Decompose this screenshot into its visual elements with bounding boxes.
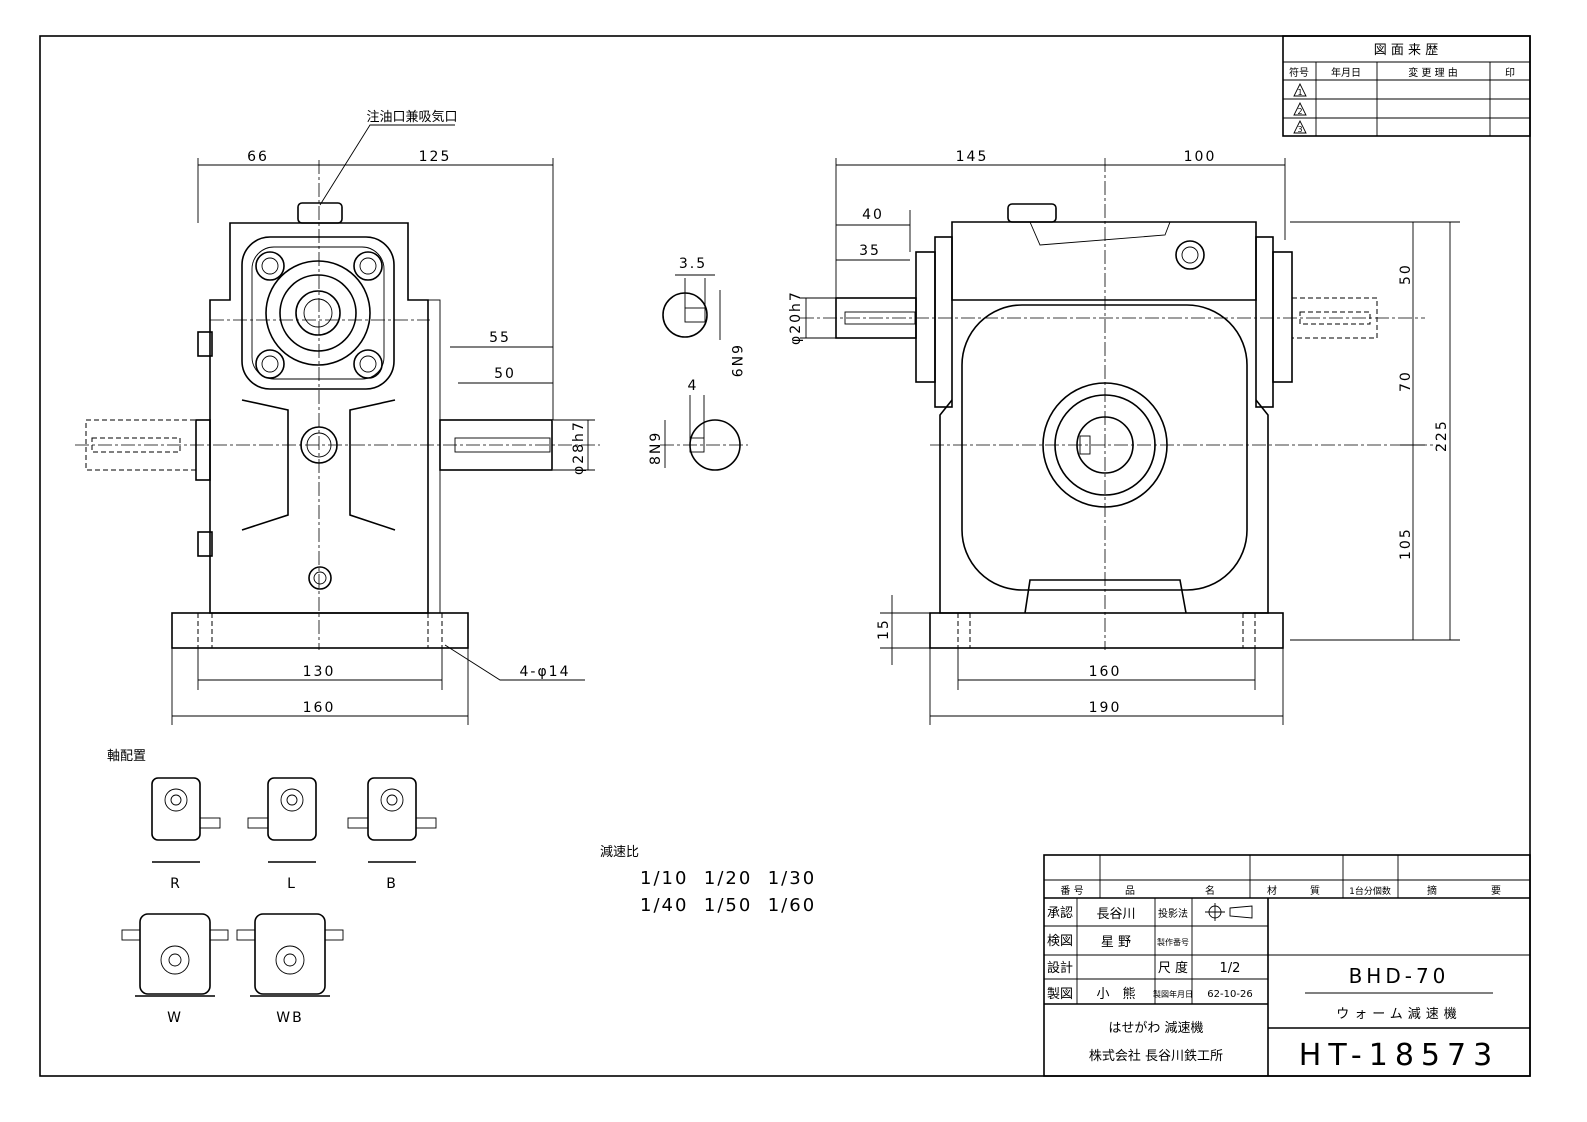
arrangement-l-label: L (287, 876, 297, 892)
prodno-label: 製作番号 (1157, 937, 1189, 947)
rev-col-reason: 変 更 理 由 (1408, 66, 1458, 79)
oil-port-label: 注油口兼吸気口 (366, 109, 457, 125)
side-oil-cap (1007, 203, 1057, 223)
reduction-ratio: 減速比 1/10 1/20 1/30 1/40 1/50 1/60 (600, 844, 816, 916)
reduction-ratio-title: 減速比 (600, 844, 639, 860)
key-details: 3.5 6N9 4 8N9 (648, 256, 748, 471)
dim-4: 4 (688, 378, 699, 394)
arrangement-wb-icon (236, 913, 344, 997)
shaft-arrangement: 軸配置 R L B (107, 749, 437, 1026)
dim-66: 66 (247, 149, 269, 165)
dim-50-v: 50 (1398, 263, 1414, 285)
arrangement-r-label: R (170, 876, 182, 892)
dim-55: 55 (489, 330, 511, 346)
product-name: ウォーム減速機 (1336, 1006, 1462, 1022)
check-name: 星 野 (1101, 935, 1131, 950)
draw-label: 製図 (1047, 987, 1073, 1002)
rev-triangle-3 (1293, 119, 1307, 134)
arrangement-l-icon (247, 777, 317, 863)
flange-bolt (255, 251, 383, 379)
rev-col-seal: 印 (1505, 67, 1515, 79)
col-number: 番 号 (1060, 885, 1083, 897)
date-label: 製図年月日 (1153, 989, 1193, 999)
col-material: 材 (1267, 884, 1277, 897)
draw-name: 小 熊 (1096, 986, 1135, 1002)
ratio-row-1: 1/10 1/20 1/30 (640, 868, 816, 889)
arrangement-w-icon (121, 913, 229, 997)
projection-symbol-icon (1205, 903, 1253, 921)
col-material-2: 質 (1310, 884, 1320, 897)
dim-70: 70 (1398, 370, 1414, 392)
check-label: 検図 (1047, 934, 1073, 949)
dim-190: 190 (1089, 700, 1122, 716)
rev-col-date: 年月日 (1331, 66, 1361, 79)
sheet-border (39, 35, 1531, 1077)
arrangement-wb-label: WB (276, 1010, 303, 1026)
scale-value: 1/2 (1220, 961, 1241, 976)
dim-phi28: φ28h7 (571, 420, 587, 475)
revision-table: 図 面 来 歴 符号 年月日 変 更 理 由 印 1 2 3 (1282, 35, 1531, 137)
date-value: 62-10-26 (1207, 989, 1252, 1000)
dim-3-5: 3.5 (679, 256, 707, 272)
revision-title: 図 面 来 歴 (1374, 43, 1438, 58)
projection-label: 投影法 (1158, 907, 1188, 920)
company-line-2: 株式会社 長谷川鉄工所 (1089, 1048, 1223, 1064)
front-view: 66 125 55 50 φ28h7 130 160 4-φ14 注油口兼吸気口 (75, 109, 600, 725)
shaft-arrangement-title: 軸配置 (107, 749, 146, 764)
design-label: 設計 (1047, 960, 1073, 976)
scale-label: 尺 度 (1158, 960, 1188, 976)
dim-35: 35 (859, 243, 881, 259)
dim-130: 130 (303, 664, 336, 680)
dim-105: 105 (1398, 527, 1414, 560)
col-name: 品 (1125, 885, 1135, 897)
input-shaft (835, 297, 917, 339)
title-block: 番 号 品 名 材 質 1台分個数 摘 要 承認 長谷川 検図 星 野 設計 製… (1043, 854, 1531, 1077)
col-qty: 1台分個数 (1349, 885, 1391, 897)
ratio-row-2: 1/40 1/50 1/60 (640, 895, 816, 916)
dim-145: 145 (956, 149, 989, 165)
rev-triangle-2 (1293, 101, 1307, 116)
dim-holes: 4-φ14 (519, 664, 570, 680)
output-shaft (439, 419, 553, 471)
approve-name: 長谷川 (1096, 907, 1135, 922)
dim-225: 225 (1434, 419, 1450, 452)
dim-125: 125 (419, 149, 452, 165)
rev-triangle-1 (1293, 82, 1307, 97)
side-view: 145 100 40 35 φ20h7 50 70 105 225 15 160… (788, 149, 1460, 725)
svg-text:2: 2 (1297, 107, 1302, 116)
dim-6n9: 6N9 (728, 345, 744, 379)
rev-col-symbol: 符号 (1289, 66, 1309, 79)
col-remarks: 摘 (1427, 884, 1437, 897)
col-remarks-2: 要 (1491, 885, 1501, 897)
drawing-number: HT-18573 (1299, 1038, 1499, 1073)
svg-text:1: 1 (1297, 88, 1302, 97)
approve-label: 承認 (1047, 905, 1073, 921)
oil-port-cap (297, 202, 343, 224)
col-name-2: 名 (1205, 884, 1215, 897)
dim-160-side: 160 (1089, 664, 1122, 680)
dim-40: 40 (862, 207, 884, 223)
dim-50: 50 (494, 366, 516, 382)
arrangement-r-icon (151, 777, 221, 863)
dim-100: 100 (1184, 149, 1217, 165)
arrangement-b-icon (347, 777, 437, 863)
dim-160: 160 (303, 700, 336, 716)
dim-8n9: 8N9 (648, 431, 664, 465)
company-line-1: はせがわ 減速機 (1108, 1020, 1203, 1036)
arrangement-b-label: B (386, 876, 398, 892)
model-number: BHD-70 (1349, 964, 1450, 988)
dim-phi20: φ20h7 (788, 290, 804, 345)
dim-15: 15 (876, 618, 892, 640)
arrangement-w-label: W (167, 1010, 183, 1026)
svg-text:3: 3 (1297, 125, 1302, 134)
